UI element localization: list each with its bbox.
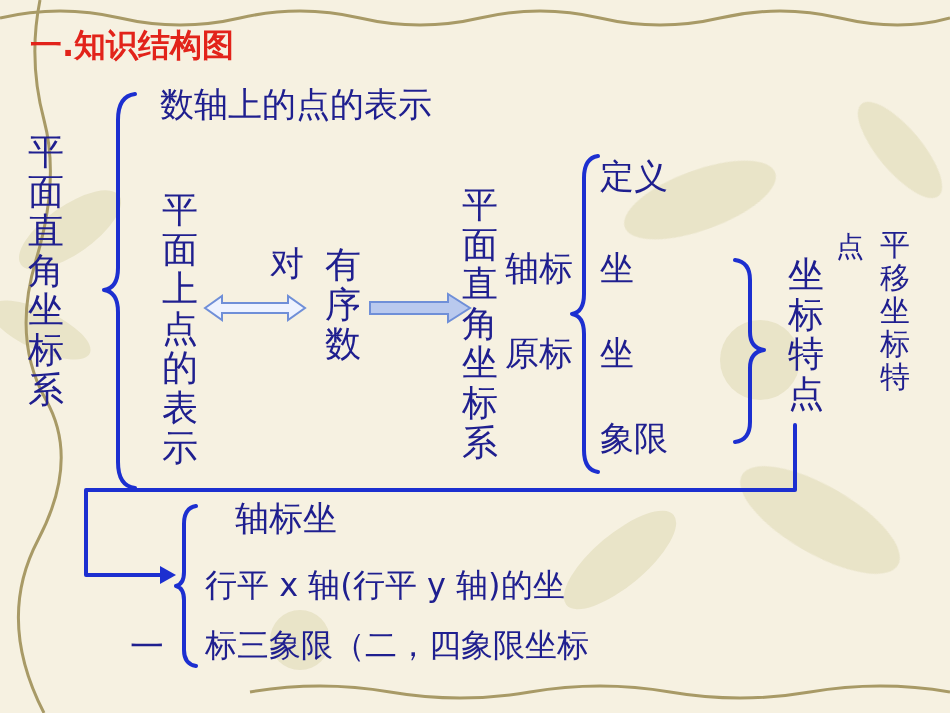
structure-label: 坐标特点	[788, 255, 824, 413]
structure-label: 平面直角坐标系	[28, 132, 64, 409]
structure-label: 轴标	[505, 250, 573, 287]
brace	[176, 506, 196, 666]
slide-title: 一.知识结构图	[30, 28, 234, 63]
structure-label: 对	[270, 245, 304, 282]
block-arrow	[370, 294, 470, 322]
structure-label: 坐	[600, 250, 634, 287]
brace	[735, 260, 764, 442]
double-arrow	[205, 296, 305, 320]
structure-label: 平面直角坐标系	[462, 185, 498, 462]
arrow-head	[160, 566, 176, 584]
structure-label: 平移坐标特	[880, 228, 910, 393]
structure-label: 数轴上的点的表示	[160, 86, 432, 123]
structure-label: 轴标坐	[235, 500, 337, 537]
structure-label: 标三象限（二，四象限坐标	[205, 628, 589, 663]
structure-label: 坐	[600, 335, 634, 372]
structure-label: 平面上点的表示	[162, 190, 198, 467]
structure-label: 有序数	[325, 245, 361, 364]
structure-label: 原标	[505, 335, 573, 372]
structure-label: 一	[130, 628, 164, 665]
brace	[104, 94, 135, 488]
structure-label: 定义	[600, 158, 668, 195]
structure-label: 行平 x 轴(行平 y 轴)的坐	[205, 568, 565, 603]
brace	[572, 156, 598, 472]
structure-label: 点	[836, 232, 864, 263]
leaf-watermark	[0, 90, 950, 670]
structure-label: 象限	[600, 420, 668, 457]
